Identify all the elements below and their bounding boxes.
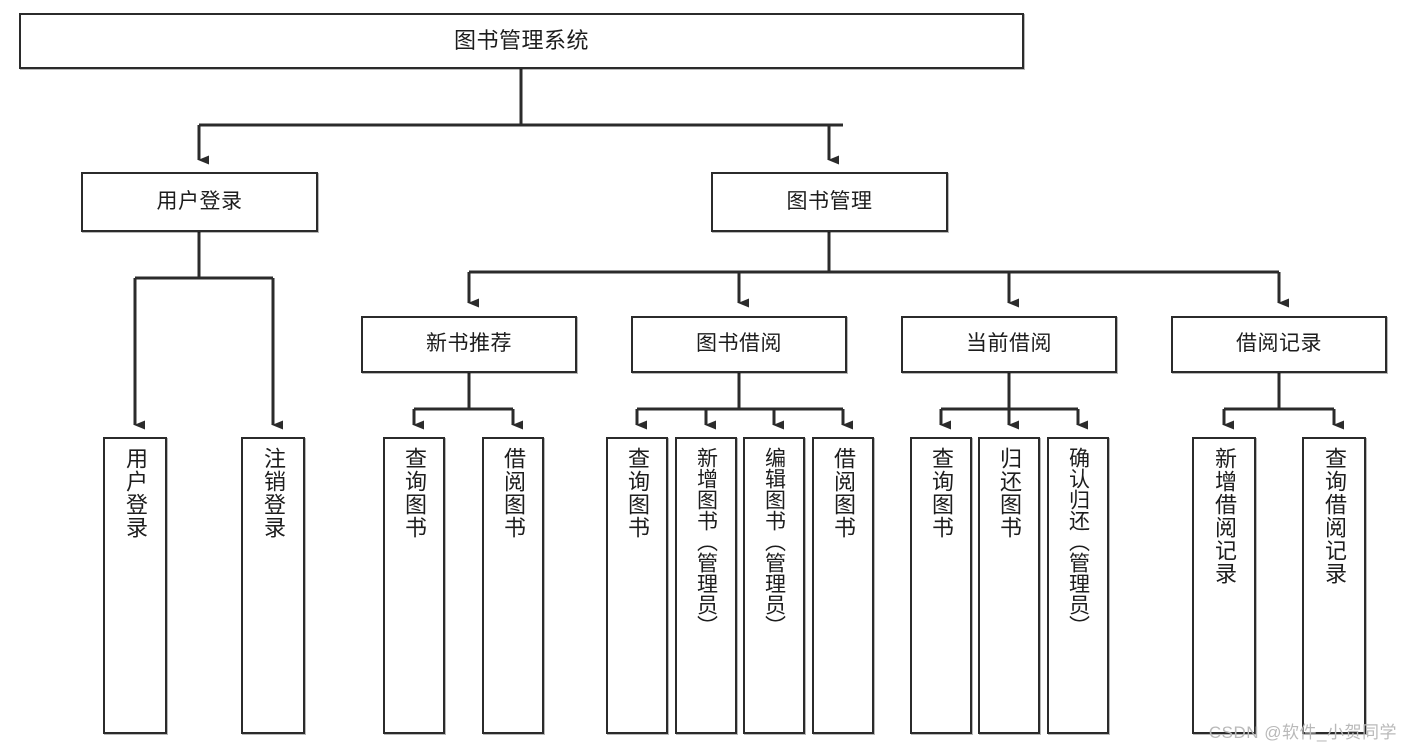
node-label: 用户登录 [122, 447, 148, 539]
node-book-borrow[interactable]: 图书借阅 [631, 316, 847, 373]
leaf-add-book-admin[interactable]: 新增图书（管理员） [675, 437, 737, 734]
node-label: 新增图书（管理员） [694, 447, 718, 636]
leaf-logout[interactable]: 注销登录 [241, 437, 305, 734]
node-label: 确认归还（管理员） [1066, 447, 1090, 636]
node-label: 查询图书 [928, 447, 954, 539]
leaf-user-login[interactable]: 用户登录 [103, 437, 167, 734]
node-user-login[interactable]: 用户登录 [81, 172, 318, 232]
node-new-book-recommend[interactable]: 新书推荐 [361, 316, 577, 373]
node-label: 编辑图书（管理员） [762, 447, 786, 636]
leaf-query-book-recommend[interactable]: 查询图书 [383, 437, 445, 734]
node-label: 图书借阅 [696, 332, 782, 356]
node-label: 图书管理 [786, 189, 873, 213]
leaf-query-borrow-record[interactable]: 查询借阅记录 [1302, 437, 1366, 734]
node-label: 用户登录 [156, 189, 243, 213]
node-current-borrow[interactable]: 当前借阅 [901, 316, 1117, 373]
node-label: 查询借阅记录 [1321, 447, 1347, 585]
node-label: 借阅记录 [1236, 332, 1322, 356]
leaf-add-borrow-record[interactable]: 新增借阅记录 [1192, 437, 1256, 734]
leaf-borrow-book-borrow[interactable]: 借阅图书 [812, 437, 874, 734]
node-label: 当前借阅 [966, 332, 1052, 356]
node-label: 借阅图书 [500, 447, 526, 539]
leaf-confirm-return-admin[interactable]: 确认归还（管理员） [1047, 437, 1109, 734]
leaf-query-book-borrow[interactable]: 查询图书 [606, 437, 668, 734]
node-root-system[interactable]: 图书管理系统 [19, 13, 1024, 69]
node-label: 新增借阅记录 [1211, 447, 1237, 585]
node-book-manage[interactable]: 图书管理 [711, 172, 948, 232]
node-label: 查询图书 [624, 447, 650, 539]
csdn-watermark: CSDN @软件_小贺同学 [1208, 723, 1397, 742]
leaf-borrow-book-recommend[interactable]: 借阅图书 [482, 437, 544, 734]
node-label: 新书推荐 [426, 332, 512, 356]
node-label: 图书管理系统 [453, 28, 589, 54]
node-label: 查询图书 [401, 447, 427, 539]
leaf-return-book[interactable]: 归还图书 [978, 437, 1040, 734]
node-borrow-record[interactable]: 借阅记录 [1171, 316, 1387, 373]
node-label: 注销登录 [260, 447, 286, 539]
leaf-query-book-current[interactable]: 查询图书 [910, 437, 972, 734]
node-label: 归还图书 [996, 447, 1022, 539]
node-label: 借阅图书 [830, 447, 856, 539]
leaf-edit-book-admin[interactable]: 编辑图书（管理员） [743, 437, 805, 734]
